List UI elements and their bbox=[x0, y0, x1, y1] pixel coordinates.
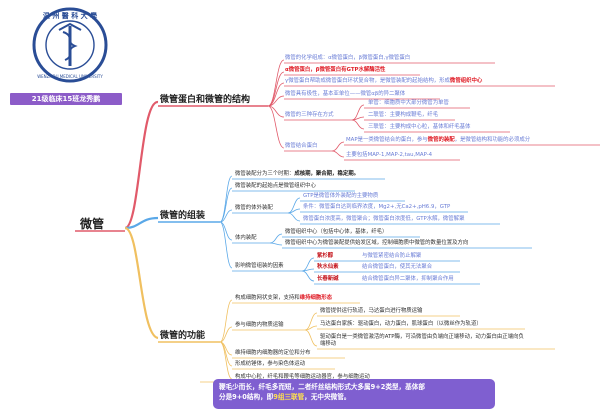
university-logo: 温 州 醫 科 大 學 WENZHOU MEDICAL UNIVERSITY bbox=[29, 4, 111, 84]
node-factors[interactable]: 影响微管组装的因素 bbox=[235, 263, 284, 269]
node-organelle-position[interactable]: 维持细胞内细胞器的定位和分布 bbox=[235, 350, 311, 356]
node-shape-highlight: 维持细胞形态 bbox=[299, 295, 333, 301]
node-gamma-tubulin-text: γ微管蛋白帮助成微管蛋白环状复合物，是微管装配的起始结构，形成 bbox=[285, 78, 450, 84]
node-start-point[interactable]: 微管装配的起始点是微管组织中心 bbox=[235, 183, 316, 189]
node-motor-family[interactable]: 马达蛋白家族：驱动蛋白，动力蛋白，肌球蛋白（以微丝作为轨道） bbox=[320, 321, 482, 327]
summary-line2c: ，无中央微管。 bbox=[304, 393, 351, 401]
node-mtoc-role[interactable]: 微管组织中心为微管装配提供始发区域，控制细胞质中微管的数量位置及方向 bbox=[285, 240, 469, 246]
node-map-types[interactable]: 主要包括MAP-1,MAP-2,tau,MAP-4 bbox=[346, 152, 433, 158]
branch-assembly[interactable]: 微管的组装 bbox=[160, 211, 206, 221]
node-gamma-tubulin[interactable]: γ微管蛋白帮助成微管蛋白环状复合物，是微管装配的起始结构，形成微管组织中心 bbox=[285, 78, 483, 84]
class-badge: 21级临床15班龙秀鹏 bbox=[10, 93, 122, 105]
node-mtoc-includes[interactable]: 微管组织中心（包括中心体，基体，纤毛） bbox=[285, 229, 388, 235]
node-kinesin-cont: 端移动 bbox=[320, 341, 337, 347]
node-map[interactable]: 微管结合蛋白 bbox=[285, 143, 318, 149]
node-gtp-main[interactable]: GTP是微管体外装配的主要物质 bbox=[303, 193, 379, 199]
branch-structure[interactable]: 微管蛋白和微管的结构 bbox=[160, 95, 251, 105]
node-gtp-hydrolase[interactable]: α微管蛋白，β微管蛋白有GTP水解酶活性 bbox=[285, 67, 386, 73]
node-centriole[interactable]: 构成中心粒，纤毛和鞭毛等细胞运动器官，参与细胞运动 bbox=[235, 374, 370, 380]
node-conditions[interactable]: 条件：微管蛋白达到临界浓度，Mg2+,无Ca2+,pH6.9，GTP bbox=[303, 204, 451, 210]
node-assembly-phases[interactable]: 微管装配分为三个时期：成核期，聚合期，稳定期。 bbox=[235, 171, 360, 177]
node-doublet[interactable]: 二联管：主要构成鞭毛，纤毛 bbox=[368, 112, 439, 118]
drug-vincristine[interactable]: 长春新碱 bbox=[317, 276, 339, 282]
logo-cn-text: 温 州 醫 科 大 學 bbox=[43, 11, 97, 20]
summary-note[interactable]: 鞭毛少而长，纤毛多而短，二者纤丝结构形式大多属9+2类型，基体部 分是9+0结构… bbox=[213, 379, 495, 409]
node-kinesin[interactable]: 驱动蛋白是一类微管激活的ATP酶，可沿微管由负端向正端移动，动力蛋白由正端向负 bbox=[320, 334, 524, 340]
node-map-assembly: 微管的装配 bbox=[427, 137, 455, 143]
node-map-desc-c: ，是微管结构和功能的必须成分 bbox=[454, 137, 531, 143]
node-singlet[interactable]: 单管：细胞质中大部分微管为单管 bbox=[368, 100, 449, 106]
node-triplet[interactable]: 三联管：主要构成中心粒，基体和纤毛基体 bbox=[368, 124, 471, 130]
node-spindle[interactable]: 形成纺锤体，参与染色体运动 bbox=[235, 361, 306, 367]
node-phases-list: 成核期，聚合期，稳定期。 bbox=[294, 171, 360, 177]
node-in-vitro[interactable]: 微管的体外装配 bbox=[235, 205, 273, 211]
drug-colchicine[interactable]: 秋水仙素 bbox=[317, 264, 339, 270]
node-in-vivo[interactable]: 体内装配 bbox=[235, 235, 257, 241]
node-chemical-composition[interactable]: 微管的化学组成：α微管蛋白，β微管蛋白,γ微管蛋白 bbox=[285, 55, 411, 61]
node-map-desc[interactable]: MAP是一类微管结合的蛋白，参与微管的装配，是微管结构和功能的必须成分 bbox=[346, 137, 531, 143]
drug-taxol-effect: 与微管紧密结合防止解聚 bbox=[362, 253, 422, 259]
drug-taxol[interactable]: 紫杉醇 bbox=[317, 253, 334, 259]
node-scaffold[interactable]: 构成细胞网状支架，支持和维持细胞形态 bbox=[235, 295, 333, 301]
node-beta-tubulin-gtp: β微管蛋白有GTP水解酶活性 bbox=[315, 67, 386, 73]
node-scaffold-text: 构成细胞网状支架，支持和 bbox=[235, 295, 300, 301]
summary-triplet-highlight: 9组三联管 bbox=[273, 393, 305, 401]
node-three-forms[interactable]: 微管的三种存在方式 bbox=[285, 112, 334, 118]
node-track[interactable]: 微管提供运行轨道，马达蛋白进行物质运输 bbox=[320, 308, 423, 314]
summary-line1: 鞭毛少而长，纤毛多而短，二者纤丝结构形式大多属9+2类型，基体部 bbox=[219, 383, 425, 391]
node-transport[interactable]: 参与细胞内物质运输 bbox=[235, 322, 284, 328]
root-topic[interactable]: 微管 bbox=[80, 217, 105, 231]
drug-colchicine-effect: 结合微管蛋白，使其无法聚合 bbox=[362, 264, 433, 270]
node-mtoc-highlight: 微管组织中心 bbox=[449, 78, 483, 84]
node-alpha-tubulin: α微管蛋白， bbox=[285, 67, 316, 73]
node-polarity[interactable]: 微管具有极性，基本亚单位——微管αβ的异二聚体 bbox=[285, 91, 406, 97]
branch-function[interactable]: 微管的功能 bbox=[160, 331, 206, 341]
node-concentration[interactable]: 微管蛋白浓度高，微管聚合；微管蛋白浓度低，GTP水解，微管解聚 bbox=[303, 216, 465, 222]
node-phases-text: 微管装配分为三个时期： bbox=[235, 171, 295, 177]
node-map-desc-a: MAP是一类微管结合的蛋白，参与 bbox=[346, 137, 428, 143]
drug-vincristine-effect: 结合微管蛋白异二聚体，抑制聚合作用 bbox=[362, 276, 454, 282]
logo-en-text: WENZHOU MEDICAL UNIVERSITY bbox=[37, 74, 103, 79]
summary-line2a: 分是9+0结构，即 bbox=[219, 393, 274, 401]
